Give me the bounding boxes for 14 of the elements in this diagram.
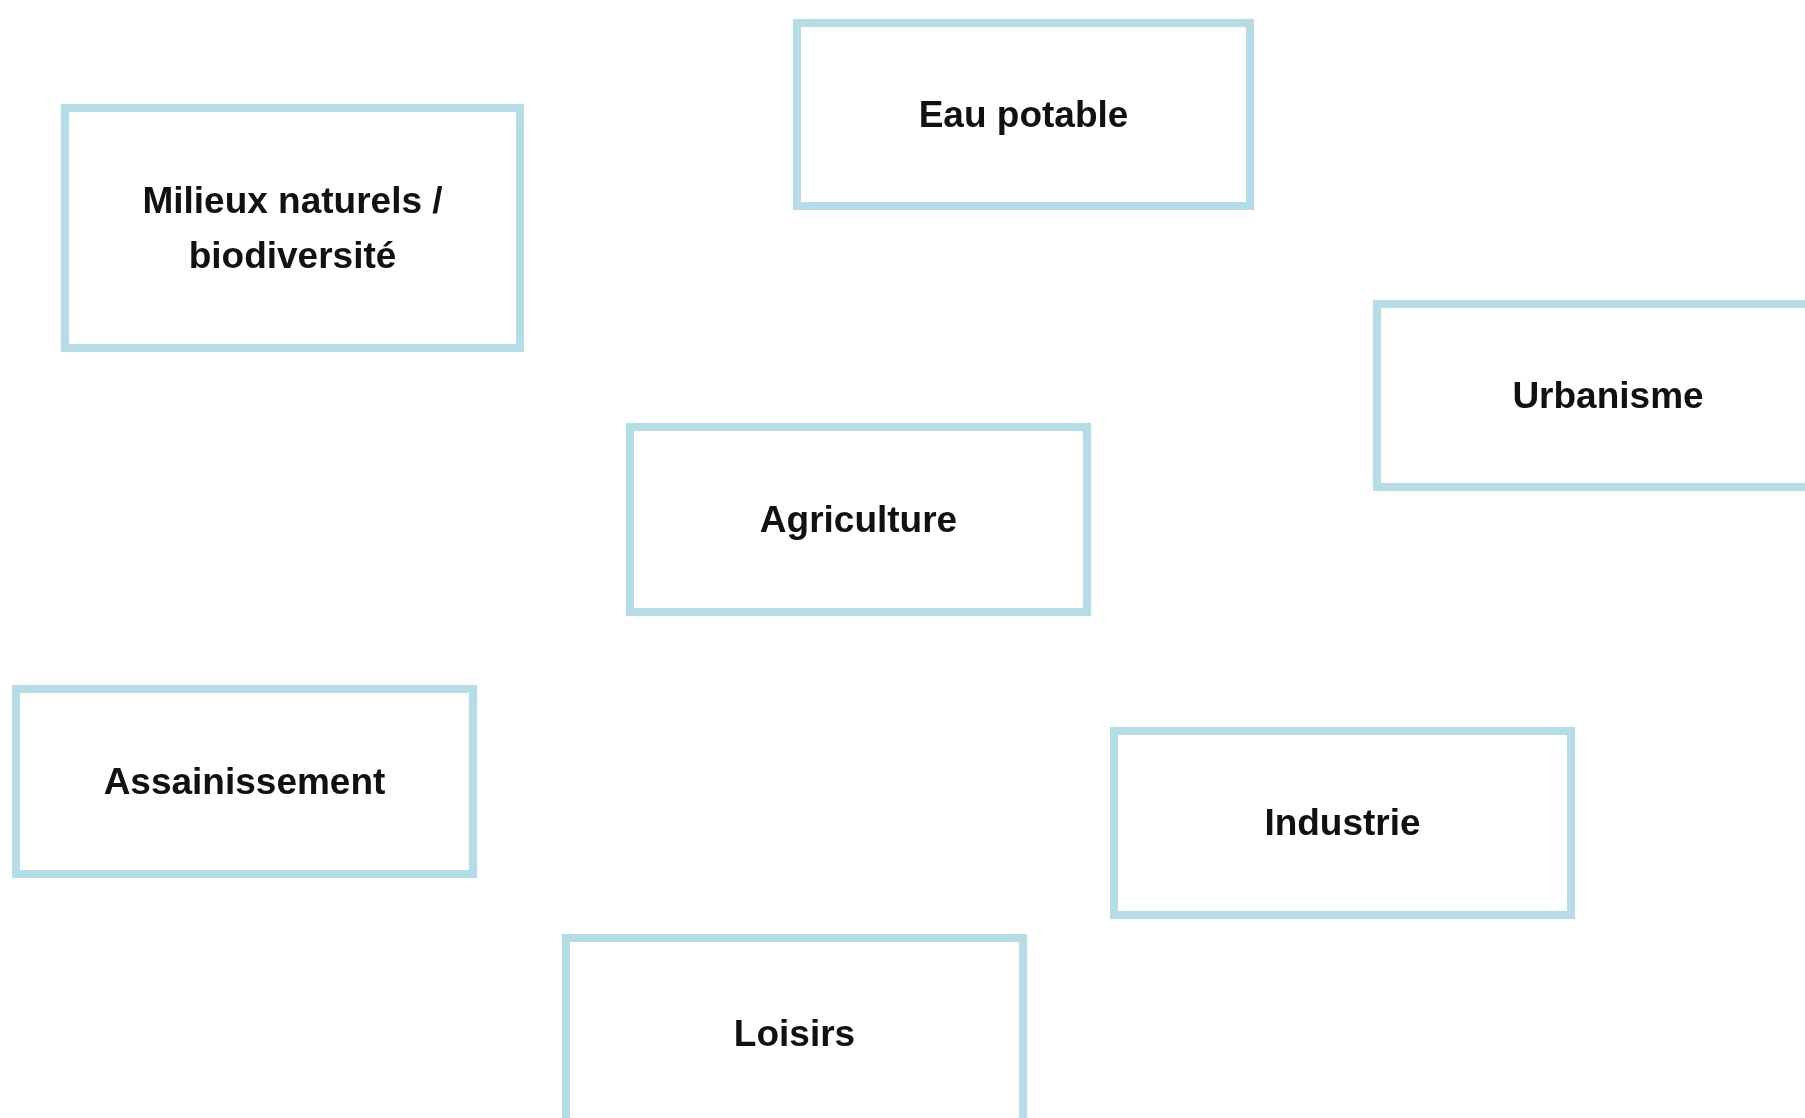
category-label: Assainissement	[103, 759, 386, 804]
category-label: Eau potable	[918, 92, 1129, 137]
category-label: Milieux naturels / biodiversité	[141, 178, 444, 278]
category-box	[793, 19, 1254, 210]
category-box	[12, 685, 477, 878]
category-label: Agriculture	[759, 497, 958, 542]
category-label: Urbanisme	[1512, 373, 1704, 418]
category-label: Loisirs	[733, 1012, 856, 1057]
category-box	[1110, 727, 1575, 919]
category-label: Industrie	[1264, 801, 1421, 846]
category-box	[626, 423, 1091, 616]
category-box	[1373, 300, 1805, 491]
category-box	[562, 934, 1027, 1118]
category-box	[61, 104, 524, 352]
